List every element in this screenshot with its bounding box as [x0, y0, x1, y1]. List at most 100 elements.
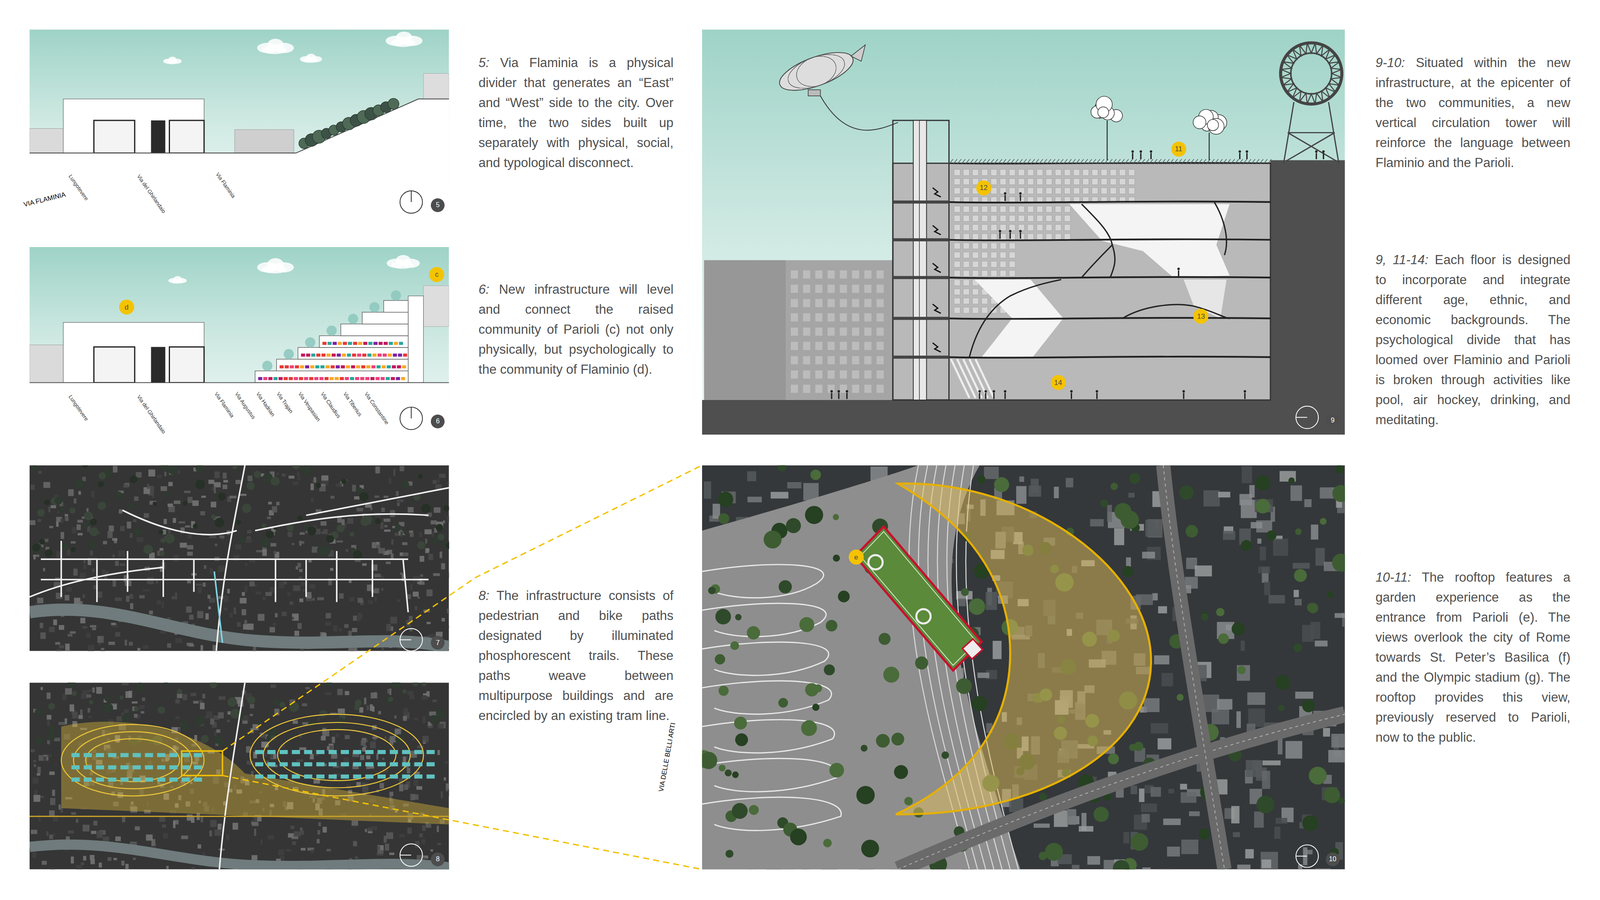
roof-texture	[210, 820, 217, 828]
facade-window	[1055, 187, 1062, 195]
facade-window	[963, 169, 970, 176]
facade-window	[990, 206, 998, 213]
facade-window	[990, 224, 998, 231]
building-opening	[169, 347, 205, 383]
roof-texture	[199, 700, 203, 703]
tree-canopy	[445, 542, 449, 549]
tree-canopy	[395, 524, 402, 532]
roof-texture	[410, 584, 413, 591]
airship-gondola	[808, 90, 821, 97]
roof-texture	[356, 507, 364, 512]
roof-hatch	[1087, 159, 1093, 165]
parked-car	[365, 377, 370, 380]
facade-window	[963, 252, 970, 259]
roof-texture	[322, 826, 327, 833]
roof-hatch	[1255, 159, 1260, 165]
roof-texture	[195, 583, 203, 586]
roof-texture	[73, 498, 77, 504]
tower-landing	[892, 355, 950, 359]
phosphorescent-trail	[250, 714, 424, 796]
tree-canopy	[360, 517, 370, 527]
multipurpose-building	[255, 774, 264, 779]
person-head	[1245, 150, 1249, 153]
person-figure	[978, 392, 980, 400]
facade-window	[1110, 187, 1117, 195]
multipurpose-building	[145, 752, 154, 758]
roof-texture	[360, 755, 365, 760]
aerial-ground	[702, 465, 1345, 870]
tree-canopy	[232, 465, 238, 470]
cloud	[170, 279, 183, 284]
roof-texture	[297, 477, 300, 481]
roof-texture	[403, 708, 409, 715]
roof-hatch	[1263, 159, 1268, 165]
parked-car	[284, 365, 289, 369]
roof-texture	[65, 587, 73, 592]
roof-texture	[246, 536, 251, 539]
building-window	[827, 313, 835, 322]
north-arrow	[400, 190, 423, 214]
roof-texture	[125, 595, 130, 602]
roof-texture	[417, 596, 420, 599]
multipurpose-building	[95, 777, 105, 782]
airship-rib	[775, 44, 858, 98]
facade-window	[1091, 169, 1098, 176]
facade-window	[954, 307, 961, 314]
facade-window	[954, 187, 961, 195]
roof-texture	[67, 830, 75, 834]
roof-hatch	[1042, 159, 1048, 165]
roof-texture	[215, 543, 218, 547]
roof-texture	[130, 603, 134, 610]
roof-hatch	[1181, 159, 1186, 165]
building-window	[802, 270, 810, 279]
facade-window	[1009, 261, 1016, 268]
facade-window	[972, 252, 979, 259]
tree-canopy	[247, 696, 255, 705]
roof-texture	[443, 777, 446, 781]
tree-canopy	[401, 480, 410, 489]
multipurpose-building	[132, 777, 141, 782]
roof-texture	[214, 471, 220, 478]
multipurpose-building	[95, 752, 105, 758]
parked-car	[380, 377, 385, 380]
facade-window	[954, 297, 961, 305]
roof-texture	[290, 825, 295, 830]
parked-car	[399, 341, 404, 345]
multipurpose-building	[193, 777, 203, 782]
roof-texture	[374, 587, 380, 594]
roof-texture	[37, 519, 41, 523]
roof-texture	[87, 689, 93, 693]
roof-texture	[339, 593, 344, 599]
person-figure	[1177, 270, 1180, 277]
facade-window	[963, 178, 970, 185]
roof-texture	[384, 736, 387, 740]
tree-canopy	[337, 717, 345, 725]
road	[162, 559, 165, 598]
roof-texture	[251, 822, 259, 827]
roof-texture	[267, 516, 272, 520]
building-window	[864, 341, 872, 350]
parked-car	[352, 341, 358, 345]
roof-texture	[293, 831, 301, 837]
roof-texture	[318, 822, 321, 827]
parked-car	[320, 365, 325, 369]
multipurpose-building	[157, 752, 166, 758]
building-window	[864, 284, 872, 293]
parked-car	[304, 377, 309, 380]
tree-canopy	[270, 476, 280, 486]
roof-texture	[420, 574, 423, 577]
roof-texture	[436, 825, 439, 833]
roof-texture	[354, 496, 360, 500]
roof-texture	[381, 507, 385, 513]
roof-texture	[78, 715, 83, 720]
roof-texture	[288, 475, 295, 479]
tree-canopy	[417, 473, 423, 479]
tree-canopy	[180, 719, 187, 725]
facade-window	[1036, 224, 1043, 231]
building-opening	[150, 120, 165, 153]
roof-texture	[173, 500, 181, 504]
north-arrow-needle	[400, 639, 412, 641]
terrace-slab	[255, 370, 408, 383]
roof-texture	[82, 476, 86, 482]
building-window	[802, 284, 810, 293]
